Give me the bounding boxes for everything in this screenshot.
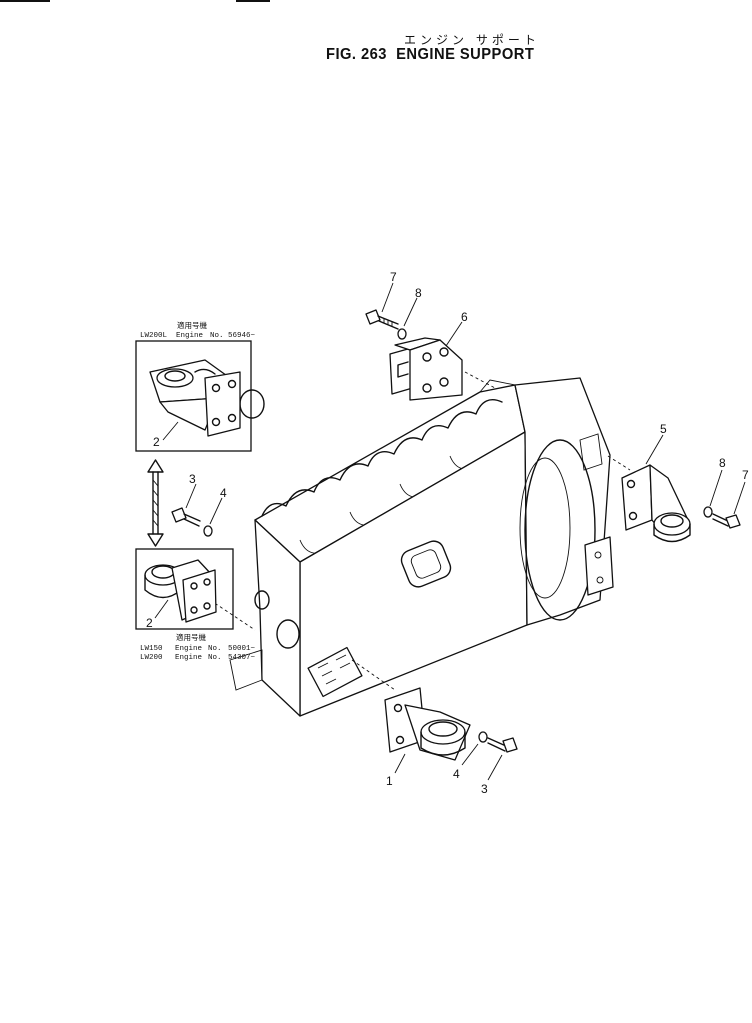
lower-inset-model-2: LW200: [140, 654, 163, 662]
top-rule-left: [0, 0, 50, 2]
bracket-part-6: [389, 337, 463, 401]
callout-3-bottom: 3: [481, 782, 488, 796]
bracket-part-2-upper: [149, 359, 241, 437]
lower-inset-no-label-2: No.: [208, 654, 222, 662]
bolt-part-7-right: [703, 506, 741, 529]
lower-inset-no-label-1: No.: [208, 645, 222, 653]
callout-8-right: 8: [719, 456, 726, 470]
leader-dashes: [209, 371, 631, 691]
lower-inset-jp-label: 適用号機: [176, 632, 206, 643]
top-rule-right: [236, 0, 270, 2]
figure-number: FIG. 263: [326, 46, 387, 63]
callout-8-top: 8: [415, 286, 422, 300]
upper-inset-serial: 56946~: [228, 332, 256, 340]
lower-inset-serial-1: 50001~: [228, 645, 256, 653]
bolt-part-3-bottom: [478, 731, 518, 753]
callout-6: 6: [461, 310, 468, 324]
lower-inset-engine-label-1: Engine: [175, 645, 202, 653]
figure-title-japanese: エンジン サポート: [404, 33, 540, 47]
callout-2-lower: 2: [146, 616, 153, 630]
lower-inset-serial-2: 54307~: [228, 654, 256, 662]
callout-7-right: 7: [742, 468, 749, 482]
figure-title: FIG. 263 ENGINE SUPPORT: [326, 46, 543, 64]
callout-4-left: 4: [220, 486, 227, 500]
bracket-part-5: [621, 464, 691, 543]
upper-inset-model: LW200L: [140, 332, 168, 340]
figure-title-english: ENGINE SUPPORT: [396, 46, 535, 63]
bolt-part-7-top: [365, 309, 407, 340]
callout-leaders: [154, 282, 746, 781]
callout-4-bottom: 4: [453, 767, 460, 781]
upper-inset-no-label: No.: [210, 332, 224, 340]
bracket-part-1: [384, 687, 471, 761]
lower-inset-engine-label-2: Engine: [175, 654, 202, 662]
lower-inset-model-1: LW150: [140, 645, 163, 653]
bolt-part-3-left: [171, 507, 213, 537]
callout-3-left: 3: [189, 472, 196, 486]
callout-2-upper: 2: [153, 435, 160, 449]
callout-7-top: 7: [390, 270, 397, 284]
callout-5: 5: [660, 422, 667, 436]
callout-1: 1: [386, 774, 393, 788]
inset-box-lower: [135, 548, 234, 630]
inset-box-upper: [135, 340, 252, 452]
engine-block: [229, 377, 614, 717]
interchange-arrow: [147, 459, 164, 547]
upper-inset-engine-label: Engine: [176, 332, 203, 340]
upper-inset-jp-label: 適用号機: [177, 320, 207, 331]
bracket-part-2-lower: [144, 559, 217, 623]
